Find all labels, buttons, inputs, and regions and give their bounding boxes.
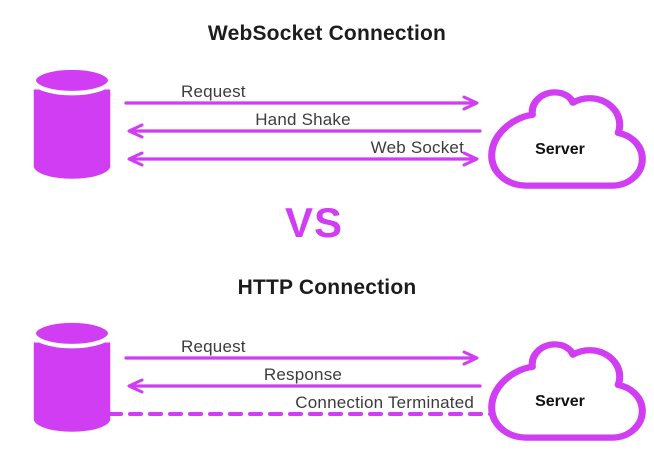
server-cloud: Server <box>487 87 647 191</box>
arrow-hand-shake: Hand Shake <box>124 111 482 139</box>
websocket-section-title: WebSocket Connection <box>207 22 447 45</box>
arrow-label: Connection Terminated <box>295 393 474 412</box>
arrow-web-socket: Web Socket <box>124 139 482 167</box>
right-arrow-icon <box>124 95 479 111</box>
database-icon <box>31 317 113 439</box>
arrow-label: Request <box>181 337 246 356</box>
arrow-label: Response <box>263 365 343 384</box>
arrow-connection-terminated: Connection Terminated <box>108 393 496 422</box>
database-icon <box>31 64 113 186</box>
http-section-title: HTTP Connection <box>237 276 417 299</box>
server-cloud: Server <box>487 339 647 443</box>
arrow-label: Web Socket <box>370 138 464 157</box>
double-arrow-icon <box>127 151 479 167</box>
arrow-response: Response <box>124 366 482 394</box>
server-label: Server <box>535 141 585 159</box>
server-label: Server <box>535 393 585 411</box>
dashed-line-icon <box>108 412 496 416</box>
arrow-label: Request <box>181 82 246 101</box>
websocket-arrows: Request Hand Shake Web Socket <box>124 83 482 167</box>
cloud-icon <box>488 89 646 189</box>
arrow-request: Request <box>124 338 482 366</box>
vs-label: VS <box>284 199 344 246</box>
left-arrow-icon <box>127 123 482 139</box>
left-arrow-icon <box>127 378 482 394</box>
right-arrow-icon <box>124 350 479 366</box>
arrow-label: Hand Shake <box>255 110 351 129</box>
arrow-request: Request <box>124 83 482 111</box>
cloud-icon <box>488 341 646 441</box>
http-arrows: Request Response Connection Terminated <box>108 338 496 422</box>
